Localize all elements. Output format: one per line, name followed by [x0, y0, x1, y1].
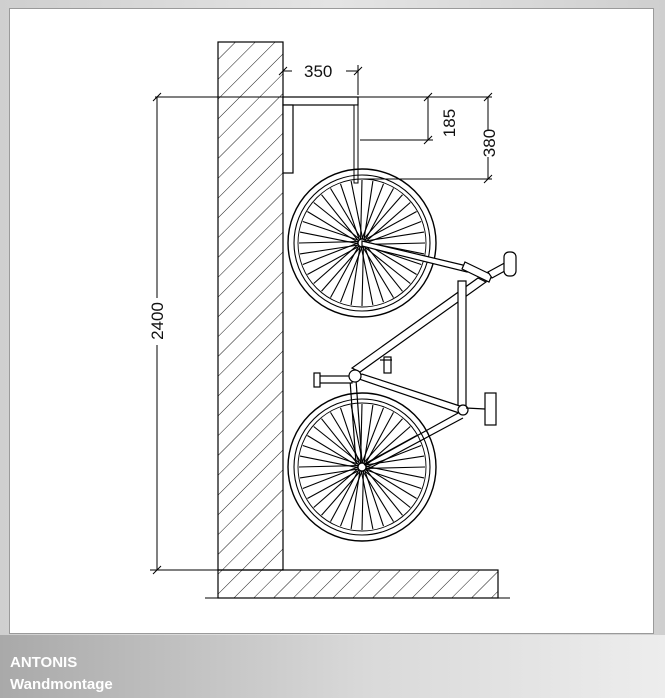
spoke [299, 455, 359, 469]
spoke [362, 194, 403, 240]
bicycle-frame [349, 240, 493, 471]
saddle [313, 369, 362, 388]
mounting-type: Wandmontage [10, 676, 113, 693]
spoke [321, 246, 362, 292]
spoke [299, 231, 359, 245]
spoke [321, 418, 359, 466]
spoke [365, 465, 425, 479]
spoke [365, 467, 417, 499]
spoke [339, 183, 360, 241]
spoke [361, 470, 364, 531]
spoke [361, 246, 364, 307]
dim-rim-drop-label: 380 [480, 129, 499, 157]
spoke [339, 470, 363, 527]
spoke [307, 435, 359, 467]
drawing-panel [9, 8, 654, 634]
spoke [307, 469, 360, 499]
spoke [364, 245, 385, 303]
spoke [364, 469, 385, 527]
spoke [321, 470, 362, 516]
dimension-lines [150, 65, 493, 575]
wall-bracket [282, 96, 359, 184]
spoke [361, 183, 385, 240]
spoke [339, 407, 360, 465]
spoke [365, 244, 403, 292]
spoke [364, 211, 417, 241]
front-wheel-spokes [298, 179, 426, 307]
spoke [365, 468, 403, 516]
rear-wheel [287, 392, 437, 542]
wall [217, 41, 284, 571]
spoke [299, 468, 359, 479]
spoke [307, 211, 359, 243]
dim-hook-drop-label: 185 [440, 109, 459, 137]
dim-bracket-depth-label: 350 [304, 62, 332, 81]
spoke [362, 418, 403, 464]
spoke [339, 246, 363, 303]
spoke [365, 455, 425, 466]
product-name: ANTONIS [10, 654, 78, 671]
spoke [299, 244, 359, 255]
front-wheel [287, 168, 437, 318]
floor [205, 569, 510, 599]
spoke [360, 179, 363, 240]
pedals [380, 356, 497, 426]
spoke [307, 245, 360, 275]
spoke [361, 407, 385, 464]
spoke [321, 194, 359, 242]
caption-bar: ANTONIS Wandmontage [0, 635, 665, 698]
handlebar [487, 251, 517, 279]
spoke [365, 231, 425, 242]
dim-mount-height-label: 2400 [148, 302, 167, 340]
